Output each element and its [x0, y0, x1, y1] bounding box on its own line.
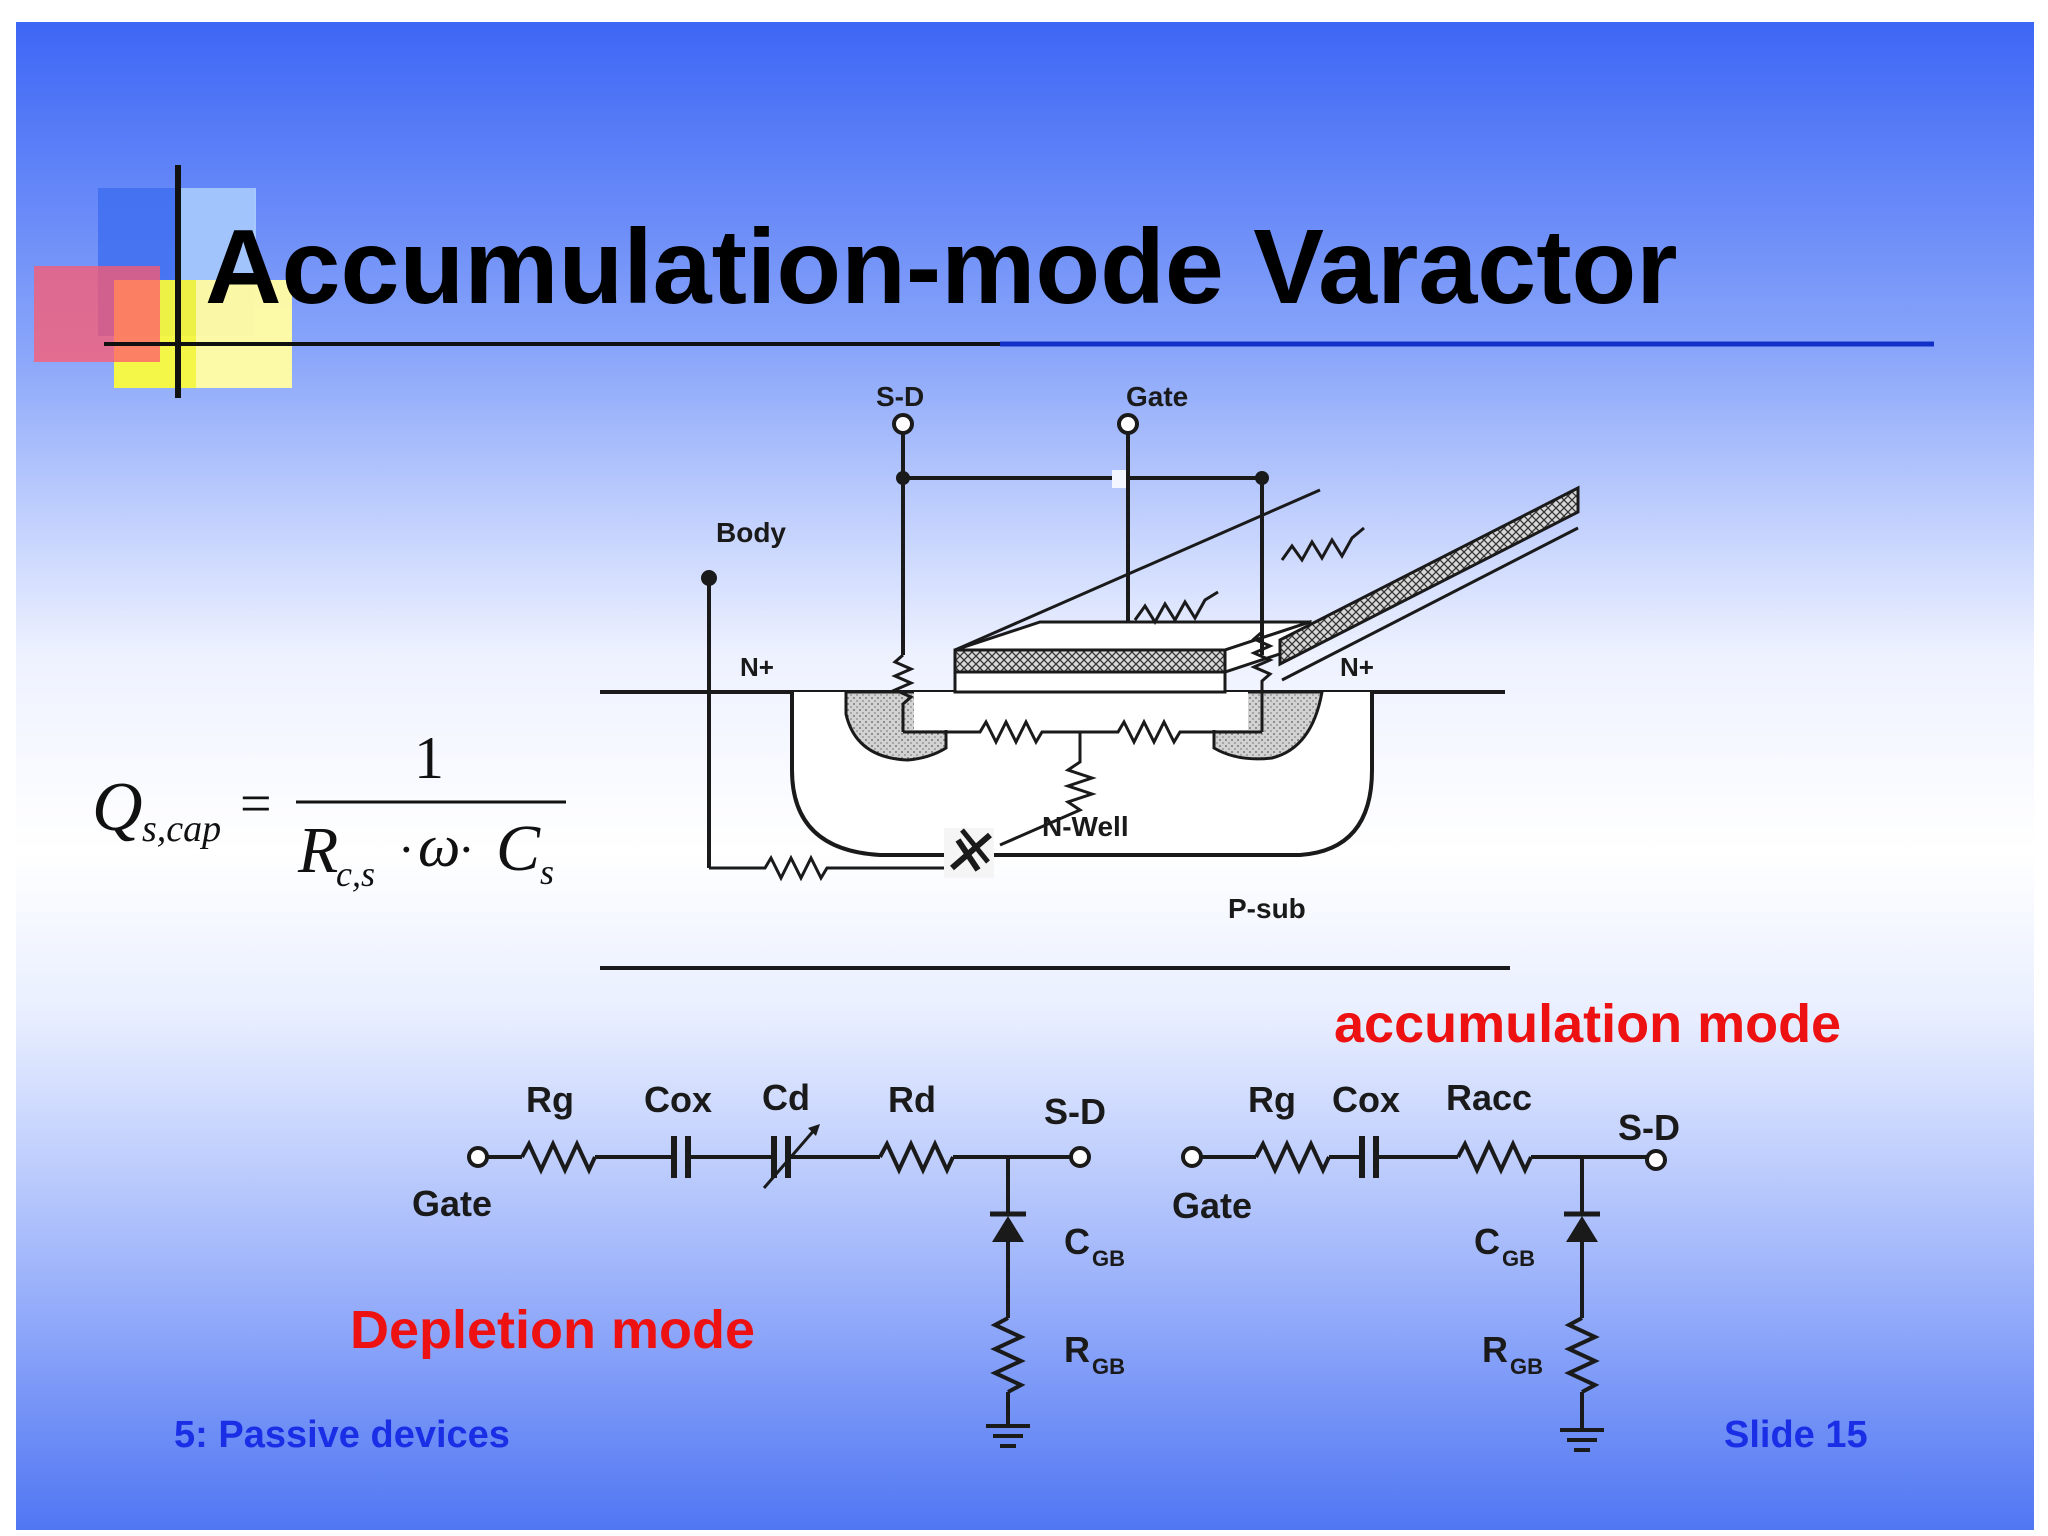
formula-q: Q	[92, 769, 143, 846]
gate-oxide	[953, 670, 1227, 694]
page-title: Accumulation-mode Varactor	[205, 208, 1678, 326]
formula-omega: ω	[418, 813, 460, 879]
depletion-rg-label: Rg	[526, 1079, 574, 1120]
decor-squares	[34, 165, 292, 398]
cross-section-terminals	[701, 413, 1269, 586]
label-gate-top: Gate	[1126, 381, 1188, 412]
depletion-cgb-label: C	[1064, 1221, 1090, 1262]
label-sd-top: S-D	[876, 381, 924, 412]
sd-junction-dot-left	[896, 471, 910, 485]
accumulation-sd-label: S-D	[1618, 1107, 1680, 1148]
formula-c: C	[496, 812, 541, 885]
accumulation-rg-label: Rg	[1248, 1079, 1296, 1120]
formula-equals: =	[240, 773, 272, 835]
formula-r-sub: c,s	[336, 854, 375, 894]
accumulation-cgb-sub: GB	[1502, 1246, 1535, 1271]
depletion-rd-label: Rd	[888, 1079, 936, 1120]
body-terminal	[701, 570, 717, 586]
label-body: Body	[716, 517, 786, 548]
accumulation-rgb-sub: GB	[1510, 1354, 1543, 1379]
formula-c-sub: s	[540, 852, 554, 892]
sd-junction-dot-right	[1255, 471, 1269, 485]
accumulation-mode-label: accumulation mode	[1334, 994, 1841, 1054]
depletion-sd-label: S-D	[1044, 1091, 1106, 1132]
formula-q-sub: s,cap	[142, 808, 221, 850]
accumulation-cox-label: Cox	[1332, 1079, 1400, 1120]
gate-terminal	[1117, 413, 1139, 435]
depletion-circuit	[487, 1124, 1072, 1448]
footer-section-title: 5: Passive devices	[174, 1414, 510, 1456]
label-n-plus-right: N+	[1340, 652, 1374, 682]
accumulation-gate-label: Gate	[1172, 1185, 1252, 1226]
accumulation-rgb-label: R	[1482, 1329, 1508, 1370]
depletion-cd-label: Cd	[762, 1077, 810, 1118]
formula-dot2: ·	[458, 821, 475, 877]
depletion-rgb-label: R	[1064, 1329, 1090, 1370]
label-n-well: N-Well	[1042, 811, 1129, 842]
depletion-rgb-sub: GB	[1092, 1354, 1125, 1379]
depletion-cox-label: Cox	[644, 1079, 712, 1120]
depletion-mode-label: Depletion mode	[350, 1300, 755, 1360]
depletion-cgb-sub: GB	[1092, 1246, 1125, 1271]
q-formula: Q s,cap = 1 R c,s · ω · C s	[92, 725, 566, 894]
accumulation-circuit	[1201, 1136, 1657, 1452]
accumulation-sd-terminal	[1645, 1149, 1667, 1171]
footer-slide-number: Slide 15	[1724, 1414, 1868, 1456]
accumulation-gate-terminal	[1181, 1146, 1203, 1168]
formula-r: R	[297, 814, 338, 887]
sd-terminal	[892, 413, 914, 435]
accumulation-racc-label: Racc	[1446, 1077, 1532, 1118]
depletion-gate-terminal	[467, 1146, 489, 1168]
depletion-gate-label: Gate	[412, 1183, 492, 1224]
depletion-sd-terminal	[1069, 1146, 1091, 1168]
gate-poly	[953, 648, 1227, 674]
body-diode-symbol	[944, 828, 994, 878]
formula-dot1: ·	[398, 821, 415, 877]
cross-section-diagram	[600, 430, 1580, 970]
label-p-sub: P-sub	[1228, 893, 1306, 924]
accumulation-cgb-label: C	[1474, 1221, 1500, 1262]
label-n-plus-left: N+	[740, 652, 774, 682]
formula-numerator: 1	[414, 725, 444, 791]
